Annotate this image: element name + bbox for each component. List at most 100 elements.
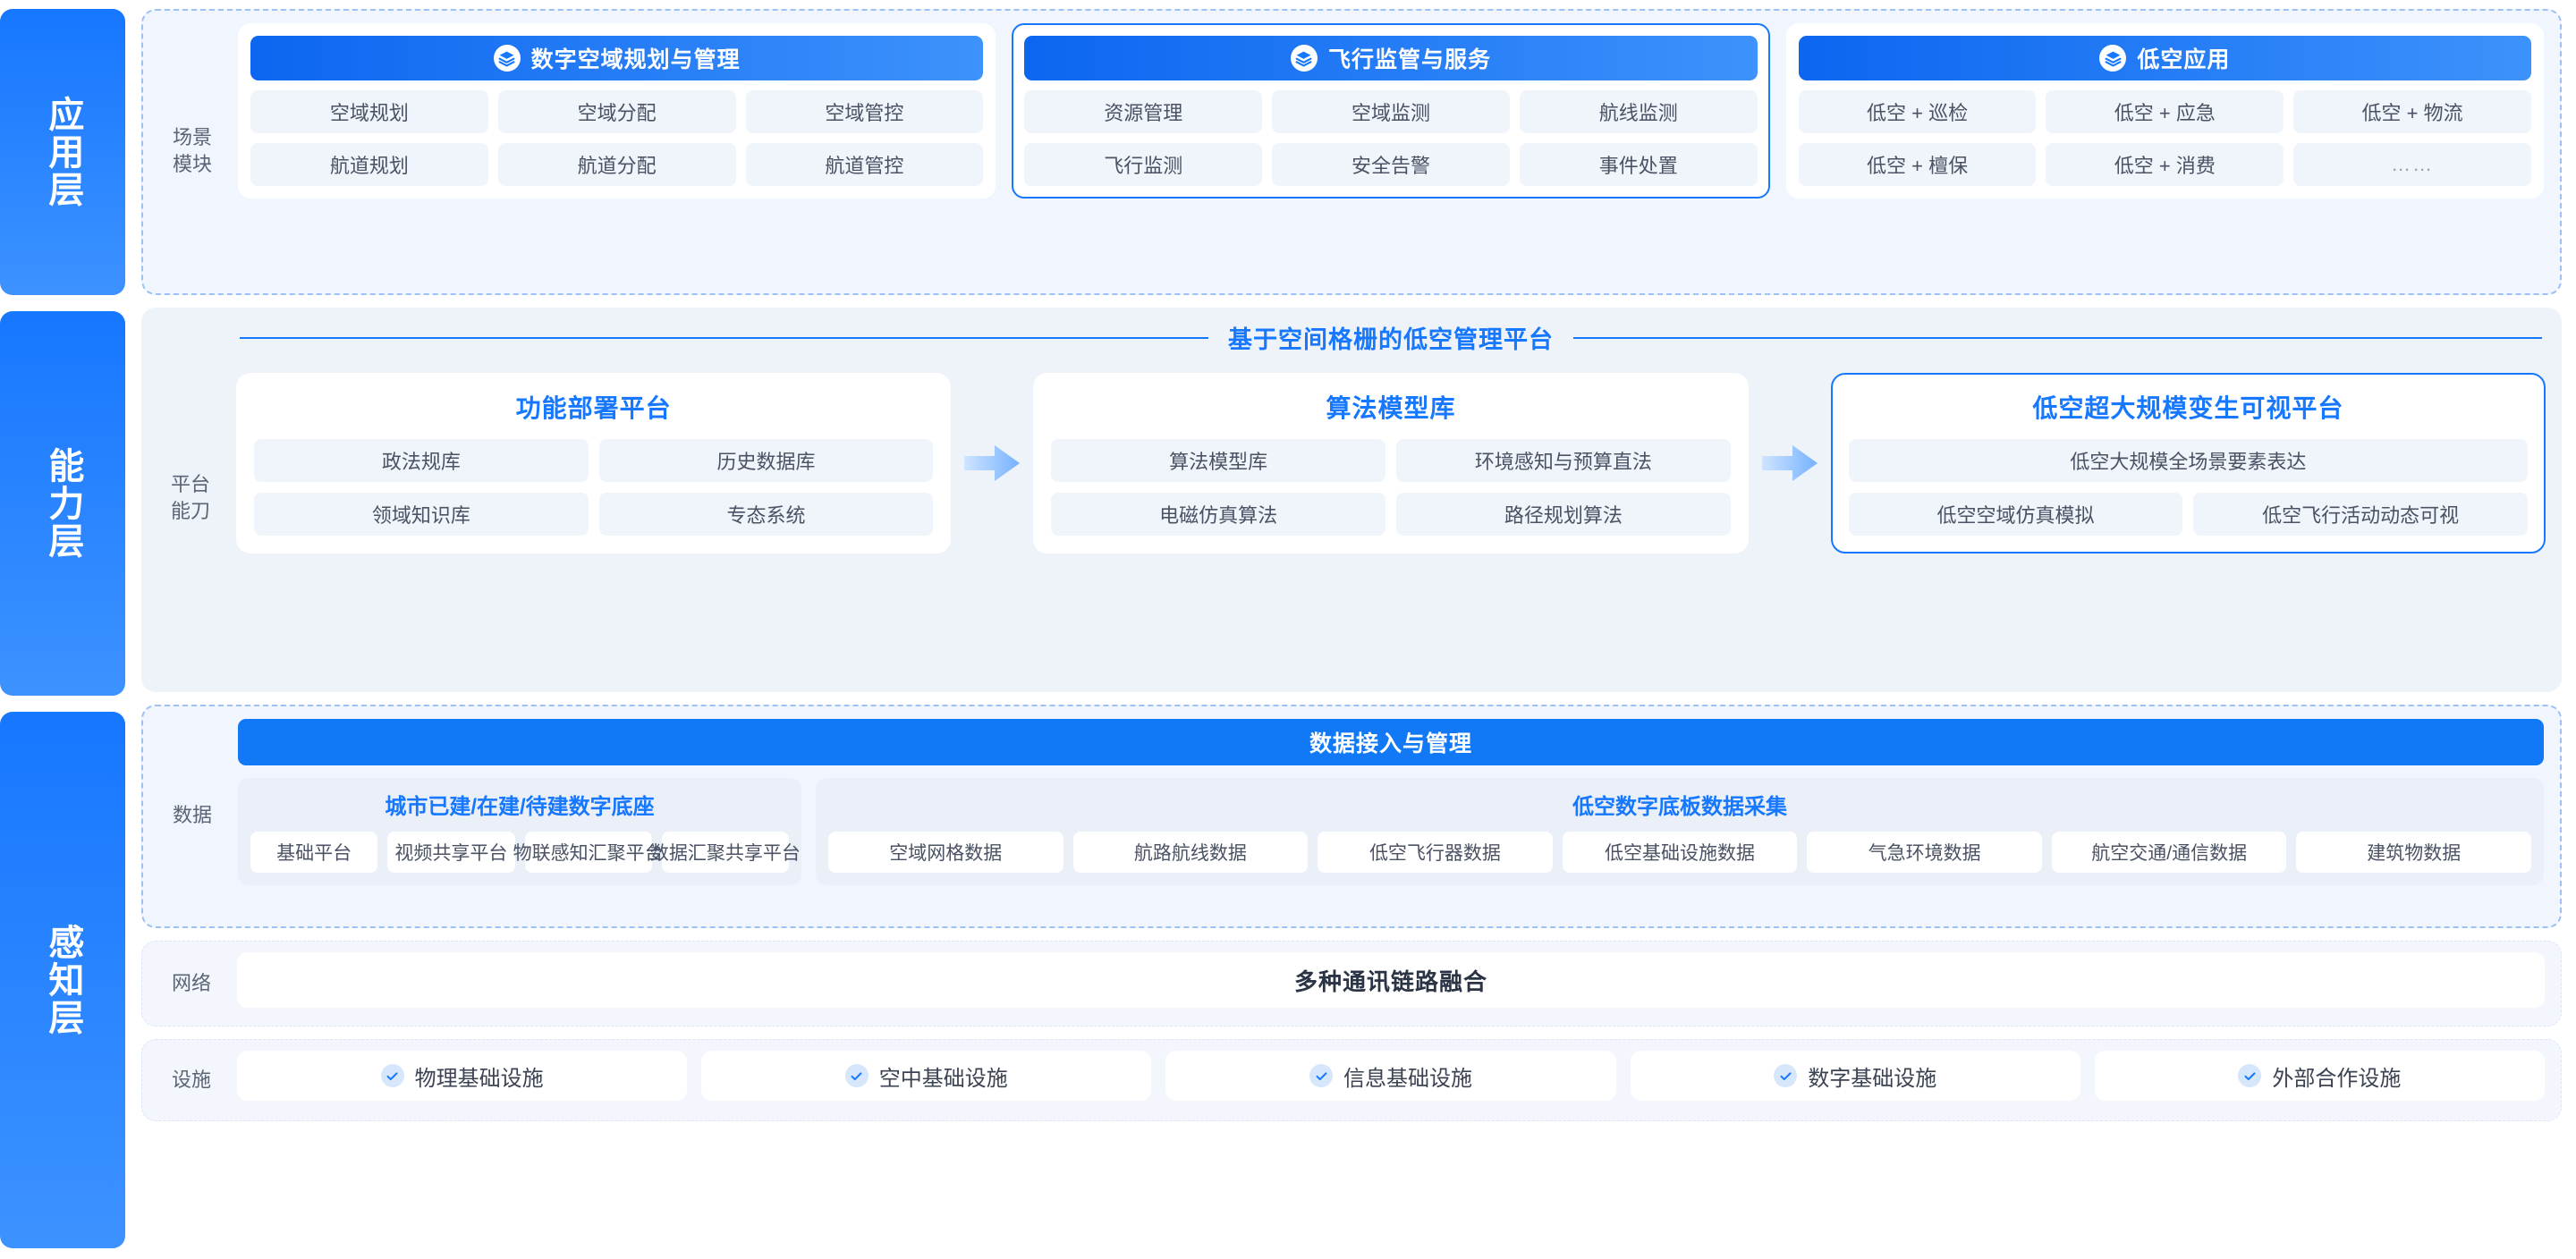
platform-card-function-deployment[interactable]: 功能部署平台 政法规库 历史数据库 领域知识库 专态系统: [236, 373, 952, 553]
app-cell[interactable]: 事件处置: [1519, 143, 1758, 186]
capability-band-body: 基于空间格栅的低空管理平台 功能部署平台 政法规库 历史数据库 领域知识库 专态…: [236, 320, 2546, 676]
data-band-body: 数据接入与管理 城市已建/在建/待建数字底座 基础平台 视频共享平台 物联感知汇…: [238, 719, 2544, 912]
capability-band: 平台 能刀 基于空间格栅的低空管理平台 功能部署平台 政法规库 历史数据库 领域…: [141, 308, 2562, 692]
app-cell[interactable]: 低空 + 檀保: [1798, 143, 2037, 186]
data-chip[interactable]: 物联感知汇聚平台: [513, 832, 664, 873]
capability-title-row: 基于空间格栅的低空管理平台: [236, 320, 2546, 355]
facility-item-label: 外部合作设施: [2272, 1066, 2402, 1091]
platform-cell[interactable]: 历史数据库: [598, 439, 934, 482]
app-card-header: 数字空域规划与管理: [250, 36, 984, 80]
data-chip[interactable]: 气急环境数据: [1807, 832, 2042, 873]
app-cell[interactable]: 低空 + 应急: [2046, 90, 2284, 133]
platform-cell[interactable]: 低空空域仿真模拟: [1848, 493, 2183, 536]
data-chip[interactable]: 数据汇聚共享平台: [650, 832, 801, 873]
platform-cell[interactable]: 低空飞行活动动态可视: [2193, 493, 2528, 536]
data-chip-row: 空域网格数据 航路航线数据 低空飞行器数据 低空基础设施数据 气急环境数据 航空…: [828, 832, 2532, 873]
data-group-title: 城市已建/在建/待建数字底座: [385, 795, 655, 819]
app-cell[interactable]: 空域规划: [250, 90, 488, 133]
rail-item-application-layer[interactable]: 应用层: [0, 9, 125, 295]
network-band-label: 网络: [171, 972, 211, 995]
data-chip[interactable]: 航空交通/通信数据: [2051, 832, 2287, 873]
platform-cell[interactable]: 环境感知与预算直法: [1395, 439, 1731, 482]
capability-platform-title: 基于空间格栅的低空管理平台: [1228, 326, 1554, 353]
platform-cell[interactable]: 低空大规模全场景要素表达: [1848, 439, 2528, 482]
application-band: 场景 模块 数字空域规划与: [141, 9, 2562, 295]
app-card-flight-supervision[interactable]: 飞行监管与服务 资源管理 空域监测 航线监测 飞行监测 安全告警 事件处置: [1012, 23, 1770, 199]
flow-arrow-2: [1749, 440, 1831, 486]
facility-item-row: 物理基础设施 空中基础设施 信息基础设施: [237, 1051, 2546, 1101]
facility-band-label: 设施: [171, 1069, 211, 1092]
application-band-label: 场景 模块: [172, 126, 212, 175]
facility-item-information[interactable]: 信息基础设施: [1165, 1051, 1616, 1101]
check-circle-icon: [2238, 1064, 2262, 1087]
data-chip[interactable]: 航路航线数据: [1072, 832, 1309, 873]
data-chip[interactable]: 空域网格数据: [828, 832, 1063, 873]
app-cell[interactable]: 空域分配: [497, 90, 736, 133]
platform-cell[interactable]: 专态系统: [598, 493, 934, 536]
app-card-header: 飞行监管与服务: [1024, 36, 1758, 80]
network-band: 网络 多种通讯链路融合: [141, 941, 2562, 1027]
data-band-label: 数据: [172, 804, 212, 827]
app-card-title: 低空应用: [2137, 47, 2231, 72]
platform-card-title: 算法模型库: [1326, 394, 1456, 422]
platform-cell[interactable]: 领域知识库: [254, 493, 589, 536]
app-card-digital-airspace[interactable]: 数字空域规划与管理 空域规划 空域分配 空域管控 航道规划 航道分配 航道管控: [238, 23, 996, 199]
app-cell-ellipsis[interactable]: ……: [2293, 143, 2531, 186]
network-fusion-bar[interactable]: 多种通讯链路融合: [237, 952, 2545, 1008]
data-chip[interactable]: 建筑物数据: [2296, 832, 2532, 873]
data-group-row: 城市已建/在建/待建数字底座 基础平台 视频共享平台 物联感知汇聚平台 数据汇聚…: [238, 778, 2544, 885]
app-card-cells: 低空 + 巡检 低空 + 应急 低空 + 物流 低空 + 檀保 低空 + 消费 …: [1798, 90, 2531, 186]
data-group-title: 低空数字底板数据采集: [1572, 795, 1787, 819]
check-circle-icon: [1774, 1064, 1798, 1087]
flow-arrow-1: [951, 440, 1033, 486]
app-cell[interactable]: 资源管理: [1024, 90, 1263, 133]
rule-right: [1573, 336, 2542, 339]
data-chip[interactable]: 基础平台: [250, 832, 378, 873]
platform-cell[interactable]: 算法模型库: [1051, 439, 1385, 482]
platform-card-digital-twin-visualization[interactable]: 低空超大规模变生可视平台 低空大规模全场景要素表达 低空空域仿真模拟 低空飞行活…: [1830, 373, 2546, 553]
platform-card-cells: 低空大规模全场景要素表达 低空空域仿真模拟 低空飞行活动动态可视: [1848, 439, 2528, 536]
app-cell[interactable]: 航道管控: [745, 143, 984, 186]
app-cell[interactable]: 低空 + 消费: [2046, 143, 2284, 186]
rail-item-capability-layer[interactable]: 能力层: [0, 311, 125, 696]
app-cell[interactable]: 飞行监测: [1024, 143, 1263, 186]
check-circle-icon: [380, 1064, 404, 1087]
app-cell[interactable]: 低空 + 物流: [2293, 90, 2531, 133]
facility-item-digital[interactable]: 数字基础设施: [1630, 1051, 2080, 1101]
data-chip[interactable]: 低空基础设施数据: [1562, 832, 1798, 873]
app-cell[interactable]: 航道规划: [250, 143, 488, 186]
facility-item-label: 空中基础设施: [878, 1066, 1008, 1091]
platform-card-algorithm-library[interactable]: 算法模型库 算法模型库 环境感知与预算直法 电磁仿真算法 路径规划算法: [1033, 373, 1749, 553]
app-cell[interactable]: 空域监测: [1272, 90, 1510, 133]
app-card-cells: 空域规划 空域分配 空域管控 航道规划 航道分配 航道管控: [250, 90, 984, 186]
app-card-low-altitude-application[interactable]: 低空应用 低空 + 巡检 低空 + 应急 低空 + 物流 低空 + 檀保 低空 …: [1785, 23, 2544, 199]
check-circle-icon: [844, 1064, 869, 1087]
app-cell[interactable]: 安全告警: [1272, 143, 1510, 186]
capability-band-label: 平台 能刀: [170, 473, 210, 522]
layer-rail: 应用层 能力层 感知层: [0, 5, 125, 1254]
data-group-low-altitude-collection: 低空数字底板数据采集 空域网格数据 航路航线数据 低空飞行器数据 低空基础设施数…: [816, 778, 2544, 885]
facility-item-airborne[interactable]: 空中基础设施: [701, 1051, 1152, 1101]
app-cell[interactable]: 航线监测: [1519, 90, 1758, 133]
facility-item-label: 数字基础设施: [1808, 1066, 1937, 1091]
platform-cell[interactable]: 电磁仿真算法: [1051, 493, 1385, 536]
app-cell[interactable]: 航道分配: [497, 143, 736, 186]
platform-card-cells: 政法规库 历史数据库 领域知识库 专态系统: [254, 439, 934, 536]
data-chip[interactable]: 低空飞行器数据: [1318, 832, 1553, 873]
layers-icon: [2099, 45, 2127, 72]
facility-item-physical[interactable]: 物理基础设施: [237, 1051, 688, 1101]
app-cell[interactable]: 低空 + 巡检: [1798, 90, 2037, 133]
rule-left: [240, 336, 1208, 339]
application-band-body: 数字空域规划与管理 空域规划 空域分配 空域管控 航道规划 航道分配 航道管控: [238, 23, 2544, 279]
app-card-title: 飞行监管与服务: [1327, 47, 1491, 72]
facility-item-external-cooperation[interactable]: 外部合作设施: [2094, 1051, 2546, 1101]
app-cell[interactable]: 空域管控: [745, 90, 984, 133]
platform-cell[interactable]: 路径规划算法: [1395, 493, 1731, 536]
rail-item-perception-layer[interactable]: 感知层: [0, 712, 125, 1248]
platform-cell[interactable]: 政法规库: [254, 439, 589, 482]
facility-item-label: 物理基础设施: [414, 1066, 544, 1091]
data-group-city-digital-base: 城市已建/在建/待建数字底座 基础平台 视频共享平台 物联感知汇聚平台 数据汇聚…: [238, 778, 801, 885]
data-chip[interactable]: 视频共享平台: [387, 832, 515, 873]
facility-item-label: 信息基础设施: [1343, 1066, 1472, 1091]
